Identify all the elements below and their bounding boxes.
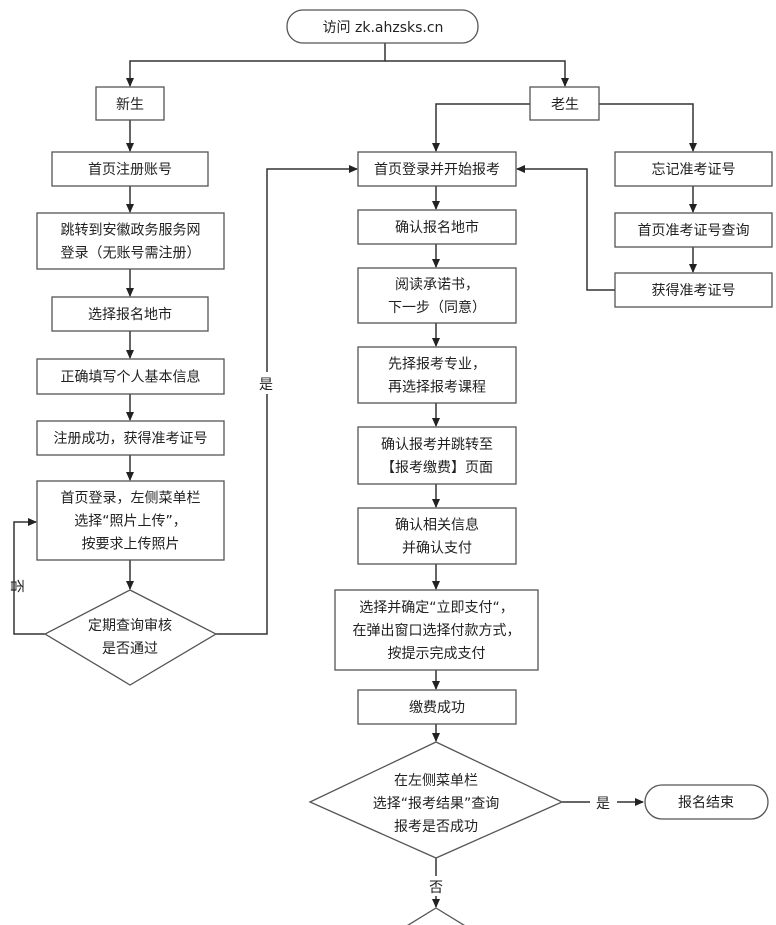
step-text: 阅读承诺书， [395,276,479,293]
step-text: 跳转到安徽政务服务网 [61,223,201,239]
step-text: 首页登录并开始报考 [374,162,500,178]
step-text: 先择报考专业， [388,357,486,373]
result-decision: 在左侧菜单栏 选择“报考结果”查询 报考是否成功 [308,741,564,859]
start-node: 访问 zk.ahzsks.cn [286,9,479,44]
new-steps-box: 注册成功，获得准考证号 [36,420,225,456]
step-text: 首页注册账号 [88,162,172,178]
new-steps-box: 正确填写个人基本信息 [36,358,225,395]
new-steps-box: 首页注册账号 [51,151,209,187]
review-decision: 定期查询审核 是否通过 [43,589,218,686]
branch-new: 新生 [95,86,165,121]
step-text: 【报考缴费】页面 [381,460,493,476]
forgot-steps-box: 首页准考证号查询 [614,212,773,248]
step-text: 登录（无账号需注册） [61,246,201,262]
main-steps-box: 阅读承诺书， 下一步（同意） [357,267,517,324]
step-text: 正确填写个人基本信息 [61,369,201,386]
step-text: 选择“照片上传”， [74,514,187,530]
main-steps-box: 选择并确定“立即支付“， 在弹出窗口选择付款方式， 按提示完成支付 [334,589,539,671]
decision-line: 是否通过 [102,641,158,657]
step-text: 忘记准考证号 [652,162,736,178]
step-text: 注册成功，获得准考证号 [54,430,208,447]
step-text: 首页登录，左侧菜单栏 [61,491,201,507]
end-label: 报名结束 [678,795,734,811]
step-text: 确认相关信息 [395,517,479,534]
end-node: 报名结束 [644,784,769,820]
step-text: 首页准考证号查询 [638,223,750,239]
decision-line: 在左侧菜单栏 [394,773,478,789]
decision-line: 定期查询审核 [88,618,172,634]
step-text: 并确认支付 [402,541,472,557]
step-text: 按要求上传照片 [82,537,180,553]
branch-new-label: 新生 [116,97,144,113]
step-text: 按提示完成支付 [388,646,486,662]
yes-label: 是 [596,796,610,812]
decision-line: 选择“报考结果”查询 [373,796,500,812]
yes-label: 是 [259,377,273,393]
main-steps-box: 确认报名地市 [357,209,517,245]
no-label: 否 [429,880,443,896]
step-text: 选择报名地市 [88,306,172,323]
main-steps-box: 确认报考并跳转至【报考缴费】页面 [357,426,517,485]
start-label: 访问 zk.ahzsks.cn [323,20,444,36]
branch-old-label: 老生 [551,97,579,113]
step-text: 获得准考证号 [652,282,736,299]
no-label: 否 [8,579,24,593]
step-text: 再选择报考课程 [388,380,486,396]
decision-line: 报考是否成功 [394,819,478,835]
step-text: 下一步（同意） [388,299,486,316]
step-text: 确认报考并跳转至 [381,437,493,453]
step-text: 确认报名地市 [395,219,479,236]
next-decision-partial [407,907,465,925]
connectors [13,43,697,908]
step-text: 选择并确定“立即支付“， [359,600,514,616]
main-steps-box: 缴费成功 [357,689,517,725]
step-text: 在弹出窗口选择付款方式， [353,622,521,639]
branch-old: 老生 [529,86,600,121]
forgot-steps-box: 忘记准考证号 [614,151,773,187]
main-steps-box: 首页登录并开始报考 [357,151,517,187]
forgot-steps-box: 获得准考证号 [614,272,773,308]
new-steps-box: 选择报名地市 [51,296,209,332]
main-steps-box: 先择报考专业， 再选择报考课程 [357,346,517,404]
step-text: 缴费成功 [409,700,465,716]
